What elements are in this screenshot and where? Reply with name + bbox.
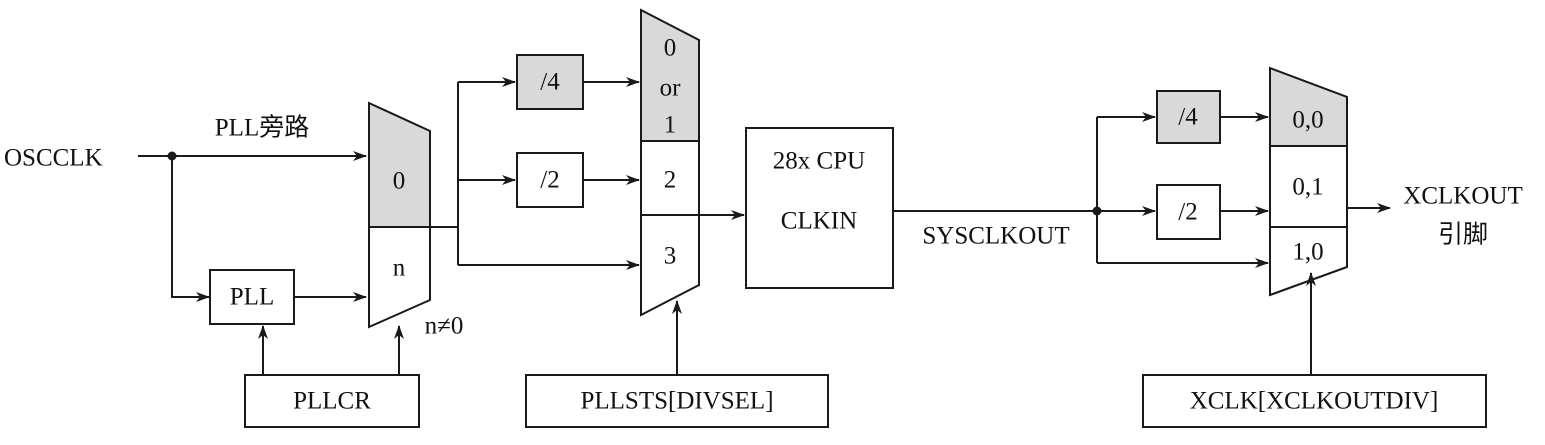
mux2-shaded-section — [641, 10, 699, 141]
div2b-block: /2 — [1156, 184, 1221, 240]
sysclkout-label: SYSCLKOUT — [922, 223, 1069, 250]
pll-box — [209, 269, 295, 325]
wire-osc-to-pll — [171, 156, 210, 302]
pllcr-box — [244, 374, 420, 428]
pllsts-block: PLLSTS[DIVSEL] — [525, 374, 829, 428]
mux1-top-label: 0 — [393, 168, 406, 195]
cpu-title: 28x CPU — [773, 148, 865, 175]
mux1-outline — [368, 101, 431, 329]
div4b-block: /4 — [1156, 90, 1221, 144]
mux2-top-label-line2: or — [660, 75, 682, 102]
div2a-box — [516, 152, 584, 208]
cpu-clkin-label: CLKIN — [781, 208, 857, 235]
mux1: 0 n — [368, 101, 431, 329]
div2a-label: /2 — [540, 167, 559, 194]
junction-sysclkout — [1092, 206, 1102, 216]
div4b-box — [1156, 90, 1221, 144]
cpu-block: 28x CPU CLKIN — [745, 127, 894, 289]
mux1-shaded-section — [369, 103, 430, 227]
mux3-top-label: 0,0 — [1292, 107, 1323, 134]
mux3-bottom-label: 1,0 — [1292, 239, 1323, 266]
junction-osc — [167, 151, 177, 161]
div4b-label: /4 — [1178, 104, 1198, 131]
n-condition-label: n≠0 — [425, 313, 464, 340]
mux2: 0 or 1 2 3 — [640, 8, 700, 317]
pllsts-label: PLLSTS[DIVSEL] — [580, 388, 773, 415]
xclk-block: XCLK[XCLKOUTDIV] — [1142, 374, 1487, 428]
wires — [138, 77, 1391, 375]
xclk-box — [1142, 374, 1487, 428]
div4a-box — [516, 54, 584, 110]
xclkout-label: XCLKOUT — [1403, 183, 1522, 210]
mux2-outline — [640, 8, 700, 317]
xclk-label: XCLK[XCLKOUTDIV] — [1190, 388, 1439, 415]
mux1-bottom-label: n — [393, 255, 406, 282]
mux2-top-label-line3: 1 — [664, 112, 677, 139]
div2a-block: /2 — [516, 152, 584, 208]
div2b-box — [1156, 184, 1221, 240]
mux3-mid-label: 0,1 — [1292, 174, 1323, 201]
div4a-label: /4 — [540, 69, 560, 96]
mux3: 0,0 0,1 1,0 — [1269, 66, 1348, 297]
cpu-box — [745, 127, 894, 289]
pll-label: PLL — [230, 284, 274, 311]
pllsts-box — [525, 374, 829, 428]
pllcr-label: PLLCR — [293, 388, 371, 415]
mux2-mid-label: 2 — [664, 167, 677, 194]
mux3-outline — [1269, 66, 1348, 297]
bypass-label: PLL旁路 — [215, 114, 309, 142]
mux3-shaded-section — [1270, 68, 1347, 146]
pllcr-block: PLLCR — [244, 374, 420, 428]
div4a-block: /4 — [516, 54, 584, 110]
mux2-top-label-line1: 0 — [664, 35, 677, 62]
pin-label: 引脚 — [1438, 221, 1488, 249]
osc-label: OSCCLK — [4, 145, 103, 172]
div2b-label: /2 — [1178, 199, 1197, 226]
pll-block: PLL — [209, 269, 295, 325]
mux2-bottom-label: 3 — [664, 243, 677, 270]
